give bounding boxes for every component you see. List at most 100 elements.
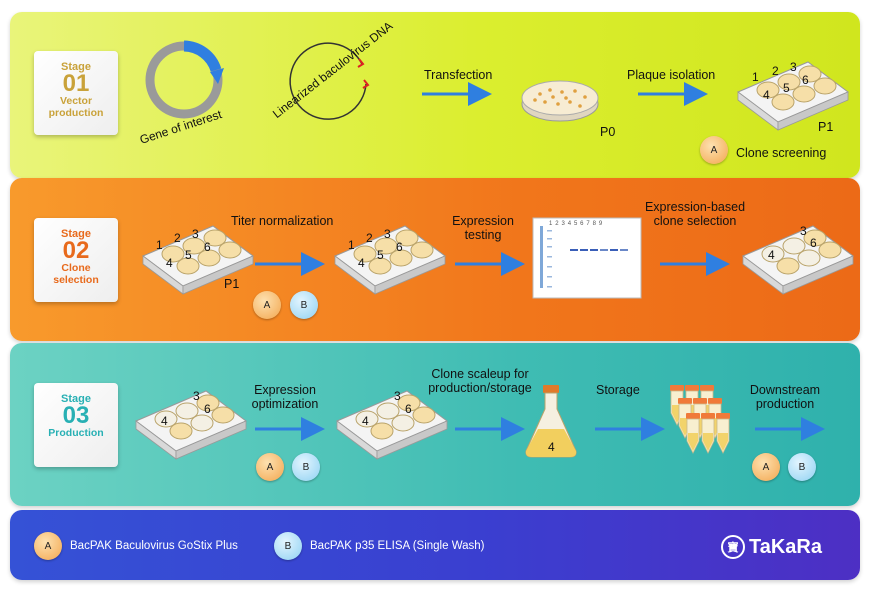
badge-a: A (256, 453, 284, 481)
stage2-number: 02 (62, 237, 90, 264)
flask-icon (525, 385, 577, 458)
stage2-badge: Stage 02 Clone selection (34, 218, 118, 302)
storage-label: Storage (596, 383, 640, 397)
well-number: 1 (348, 238, 355, 252)
well-number: 6 (802, 73, 809, 87)
plate-selected (742, 225, 854, 295)
stage1-label: Stage (61, 61, 91, 73)
expression-optimization-line1: Expression (254, 383, 316, 397)
flask-number: 4 (548, 440, 555, 454)
expression-optimization-line2: optimization (251, 397, 319, 411)
gel-lane: 4 (567, 221, 572, 227)
downstream-line2: production (755, 397, 815, 411)
downstream-line1: Downstream (749, 383, 821, 397)
stage1-graphics (145, 40, 849, 131)
linear-dna-icon (289, 42, 367, 120)
well-number: 6 (810, 236, 817, 250)
titer-normalization-label: Titer normalization (231, 214, 334, 228)
expression-optimization-label: Expression optimization (245, 383, 325, 411)
stage3-badge: Stage 03 Production (34, 383, 118, 467)
takara-logo-text: TaKaRa (749, 535, 822, 558)
gel-lane: 5 (573, 221, 578, 227)
badge-a: A (752, 453, 780, 481)
badge-a: A (700, 136, 728, 164)
stage1-name-line1: Vector (59, 95, 93, 107)
plate-selected-clones (135, 390, 247, 460)
gel-lane: 9 (598, 221, 603, 227)
gel-lane: 6 (580, 221, 584, 227)
petri-dish-icon (521, 80, 599, 122)
legend-a-text: BacPAK Baculovirus GoStix Plus (70, 540, 238, 552)
well-number: 4 (763, 88, 770, 102)
stage3-name-line1: Production (48, 427, 104, 439)
well-number: 3 (193, 389, 200, 403)
stage3-panel: Stage 03 Production 3 4 6 Expression opt… (10, 343, 860, 506)
badge-b: B (292, 453, 320, 481)
transfection-label: Transfection (424, 68, 493, 82)
p1-label: P1 (818, 120, 834, 134)
gel-lane: 2 (555, 221, 559, 227)
downstream-label: Downstream production (745, 383, 825, 411)
legend-badge-b: B (274, 532, 302, 560)
legend-badge-a: A (34, 532, 62, 560)
stage2-graphics (142, 217, 854, 299)
gel-lane: 7 (586, 221, 590, 227)
well-number: 6 (204, 402, 211, 416)
stage1-name-line2: production (48, 107, 104, 119)
stage2-name-line2: selection (53, 274, 99, 286)
well-number: 4 (166, 256, 173, 270)
stage3-graphics (135, 384, 825, 460)
badge-b: B (290, 291, 318, 319)
takara-logo-mark: 寶 (721, 535, 745, 559)
stage2-label: Stage (61, 228, 91, 240)
well-number: 4 (358, 256, 365, 270)
well-number: 3 (384, 227, 391, 241)
stage3-number: 03 (62, 402, 90, 429)
well-number: 6 (405, 402, 412, 416)
scaleup-line1: Clone scaleup for (431, 367, 529, 381)
expression-testing-label: Expression testing (448, 214, 518, 242)
gel-lane-numbers: 1 2 3 4 5 6 7 8 9 (549, 221, 639, 227)
expression-selection-label: Expression-based clone selection (640, 200, 750, 228)
badge-b: B (788, 453, 816, 481)
well-number: 4 (362, 414, 369, 428)
legend-b-text: BacPAK p35 ELISA (Single Wash) (310, 540, 485, 552)
well-number: 2 (174, 231, 181, 245)
well-number: 1 (752, 70, 759, 84)
gel-lane: 8 (592, 221, 596, 227)
well-number: 5 (185, 248, 192, 262)
stage1-panel: Stage 01 Vector production Gene of inter… (10, 12, 860, 178)
stage1-number: 01 (62, 70, 90, 97)
well-number: 4 (161, 414, 168, 428)
p0-label: P0 (600, 125, 616, 139)
plate-optimized (336, 390, 448, 460)
well-number: 3 (800, 224, 807, 238)
western-blot-gel-icon (532, 217, 642, 299)
takara-logo: 寶 TaKaRa (721, 535, 822, 559)
expression-testing-line2: testing (464, 228, 502, 242)
clone-screening-label: Clone screening (736, 146, 827, 160)
scaleup-line2: production/storage (428, 381, 532, 395)
storage-tubes-icon (669, 384, 731, 454)
well-number: 1 (156, 238, 163, 252)
well-number: 3 (394, 389, 401, 403)
stage2-name-line1: Clone (61, 262, 91, 274)
well-number: 2 (772, 64, 779, 78)
well-number: 4 (768, 248, 775, 262)
stage1-badge: Stage 01 Vector production (34, 51, 118, 135)
plaque-isolation-label: Plaque isolation (627, 68, 716, 82)
well-number: 3 (790, 60, 797, 74)
well-number: 5 (377, 248, 384, 262)
well-number: 2 (366, 231, 373, 245)
gene-insert-arc (183, 40, 222, 72)
scaleup-label: Clone scaleup for production/storage (420, 367, 540, 395)
badge-a: A (253, 291, 281, 319)
well-number: 6 (396, 240, 403, 254)
expression-selection-line2: clone selection (653, 214, 737, 228)
legend-panel: A BacPAK Baculovirus GoStix Plus B BacPA… (10, 510, 860, 580)
gel-lane: 1 (549, 221, 553, 227)
stage3-label: Stage (61, 393, 91, 405)
well-number: 6 (204, 240, 211, 254)
gel-lane: 3 (561, 221, 565, 227)
stage2-panel: Stage 02 Clone selection 1 2 3 4 5 6 (10, 178, 860, 341)
